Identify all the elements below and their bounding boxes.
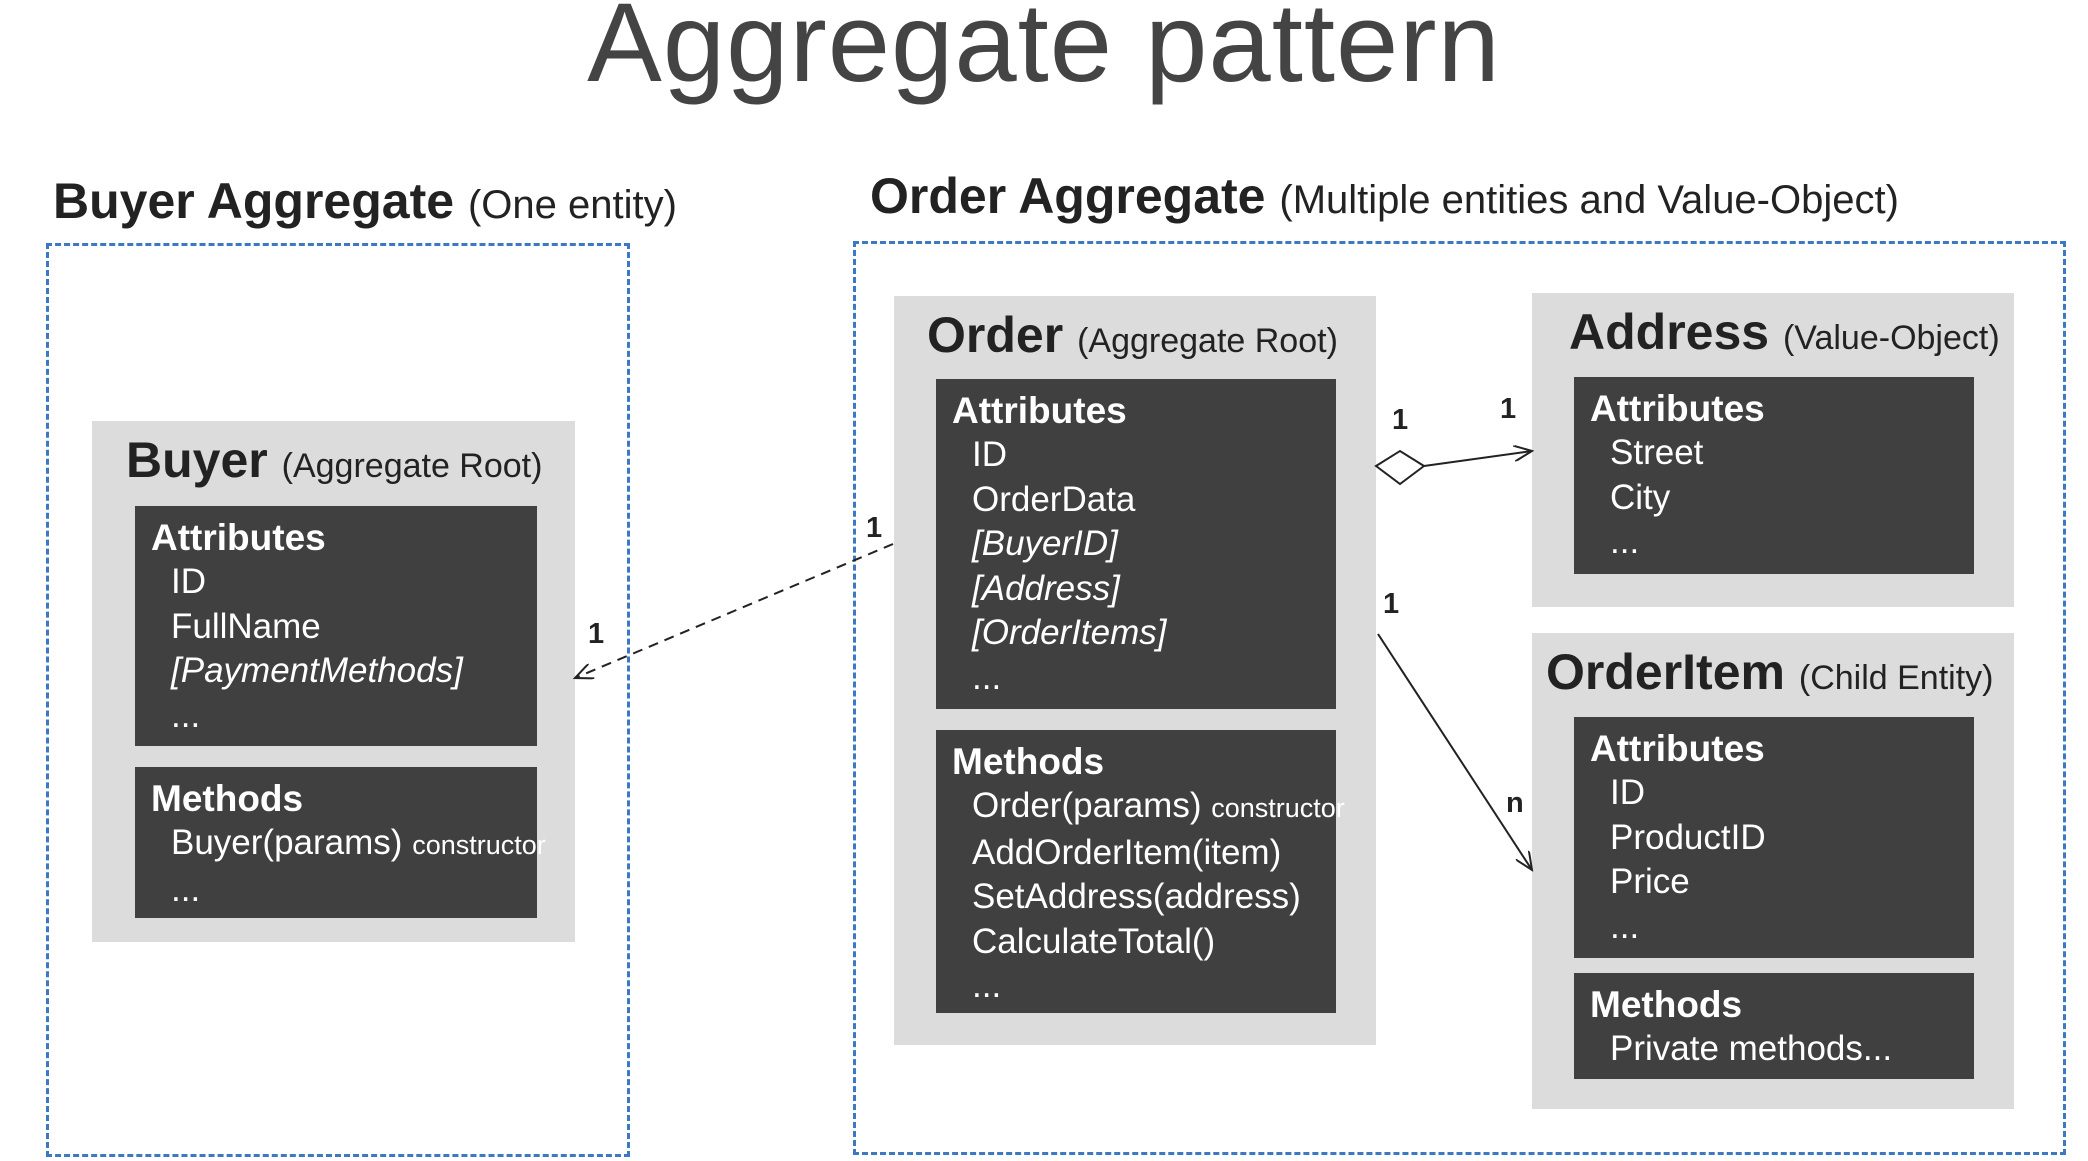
method-note: constructor — [1211, 793, 1345, 823]
orderitem-methods-heading: Methods — [1590, 984, 1743, 1025]
order-address-arrow — [1423, 451, 1532, 467]
multiplicity-order-address-from: 1 — [1392, 404, 1409, 436]
buyer-entity-title: Buyer (Aggregate Root) — [126, 431, 542, 489]
address-attributes-heading: Attributes — [1590, 388, 1765, 429]
attribute-item: ID — [972, 435, 1007, 474]
buyer-entity-name: Buyer — [126, 432, 268, 488]
attribute-item: Street — [1610, 433, 1704, 472]
buyer-attributes-list: ID FullName [PaymentMethods] ... — [151, 560, 521, 738]
orderitem-entity-role: (Child Entity) — [1798, 659, 1994, 697]
orderitem-entity-title: OrderItem (Child Entity) — [1546, 643, 1993, 701]
multiplicity-order-orderitem-to: n — [1506, 787, 1524, 819]
method-item: SetAddress(address) — [972, 877, 1301, 916]
order-entity-name: Order — [927, 307, 1064, 363]
order-aggregate-name: Order Aggregate — [870, 168, 1266, 224]
attribute-item: Price — [1610, 862, 1690, 901]
orderitem-entity-name: OrderItem — [1546, 644, 1785, 700]
method-item: AddOrderItem(item) — [972, 832, 1282, 872]
method-item: Order(params) constructor — [972, 784, 1345, 831]
attribute-item: [OrderItems] — [972, 613, 1167, 652]
buyer-entity: Buyer (Aggregate Root) Attributes ID Ful… — [92, 421, 575, 942]
aggregation-diamond-icon — [1374, 449, 1426, 486]
attribute-item: ID — [171, 562, 206, 601]
order-aggregate-sublabel: (Multiple entities and Value-Object) — [1279, 178, 1899, 222]
address-entity-role: (Value-Object) — [1782, 319, 2000, 357]
address-entity-title: Address (Value-Object) — [1569, 303, 2000, 361]
orderitem-attributes-heading: Attributes — [1590, 728, 1765, 769]
order-entity-role: (Aggregate Root) — [1077, 322, 1338, 360]
order-orderitem-arrow — [1377, 633, 1532, 870]
multiplicity-order-orderitem-from: 1 — [1383, 588, 1400, 620]
order-methods-list: Order(params) constructor AddOrderItem(i… — [952, 784, 1345, 1009]
attribute-item: ... — [972, 657, 1002, 697]
orderitem-entity: OrderItem (Child Entity) Attributes ID P… — [1532, 633, 2014, 1109]
order-attributes-list: ID OrderData [BuyerID] [Address] [OrderI… — [952, 433, 1320, 700]
attribute-item: [BuyerID] — [972, 524, 1118, 563]
buyer-aggregate-label: Buyer Aggregate (One entity) — [53, 172, 677, 230]
attribute-item: ProductID — [1610, 817, 1766, 857]
buyer-attributes-heading: Attributes — [151, 517, 326, 558]
method-item: ... — [171, 868, 521, 913]
address-attributes-panel: Attributes Street City ... — [1574, 377, 1974, 574]
attribute-item: ... — [1610, 522, 1640, 561]
order-buyer-dashed-arrow — [575, 543, 894, 678]
attribute-item: City — [1610, 477, 1671, 517]
orderitem-attributes-panel: Attributes ID ProductID Price ... — [1574, 717, 1974, 958]
attribute-item: OrderData — [972, 479, 1136, 519]
address-entity: Address (Value-Object) Attributes Street… — [1532, 293, 2014, 607]
method-name: Order(params) — [972, 786, 1202, 825]
order-attributes-panel: Attributes ID OrderData [BuyerID] [Addre… — [936, 379, 1336, 709]
method-item: CalculateTotal() — [972, 921, 1216, 961]
attribute-item: ... — [1610, 906, 1640, 946]
order-methods-heading: Methods — [952, 741, 1105, 782]
order-entity-title: Order (Aggregate Root) — [927, 306, 1338, 364]
method-name: ... — [171, 869, 201, 909]
attribute-item: [Address] — [972, 568, 1120, 608]
order-entity: Order (Aggregate Root) Attributes ID Ord… — [894, 296, 1376, 1045]
attribute-item: [PaymentMethods] — [171, 651, 463, 690]
attribute-item: ID — [1610, 773, 1645, 812]
orderitem-attributes-list: ID ProductID Price ... — [1590, 771, 1958, 949]
buyer-methods-heading: Methods — [151, 778, 304, 819]
method-item: Buyer(params) constructor — [171, 821, 546, 868]
attribute-item: FullName — [171, 606, 321, 646]
address-attributes-list: Street City ... — [1590, 431, 1958, 565]
method-note: constructor — [412, 830, 546, 860]
buyer-entity-role: (Aggregate Root) — [281, 447, 543, 485]
buyer-methods-panel: Methods Buyer(params) constructor ... — [135, 767, 546, 918]
attribute-item: ... — [171, 695, 201, 735]
method-item: ... — [972, 966, 1002, 1005]
multiplicity-order-buyer-from: 1 — [866, 512, 883, 544]
orderitem-methods-list: Private methods... — [1590, 1027, 1958, 1072]
multiplicity-order-address-to: 1 — [1500, 393, 1517, 425]
multiplicity-order-buyer-to: 1 — [588, 618, 605, 650]
buyer-aggregate-name: Buyer Aggregate — [53, 173, 455, 229]
diagram-title: Aggregate pattern — [587, 0, 1501, 105]
buyer-attributes-panel: Attributes ID FullName [PaymentMethods] … — [135, 506, 537, 746]
buyer-methods-list: Buyer(params) constructor ... — [151, 821, 546, 913]
method-name: Buyer(params) — [171, 823, 403, 862]
order-methods-panel: Methods Order(params) constructor AddOrd… — [936, 730, 1345, 1013]
orderitem-methods-panel: Methods Private methods... — [1574, 973, 1974, 1079]
order-aggregate-label: Order Aggregate (Multiple entities and V… — [870, 167, 1899, 225]
order-aggregate-boundary — [853, 241, 2066, 1155]
buyer-aggregate-boundary — [46, 243, 630, 1157]
method-item: Private methods... — [1610, 1029, 1893, 1068]
address-entity-name: Address — [1569, 304, 1770, 360]
order-attributes-heading: Attributes — [952, 390, 1127, 431]
buyer-aggregate-sublabel: (One entity) — [467, 183, 677, 227]
